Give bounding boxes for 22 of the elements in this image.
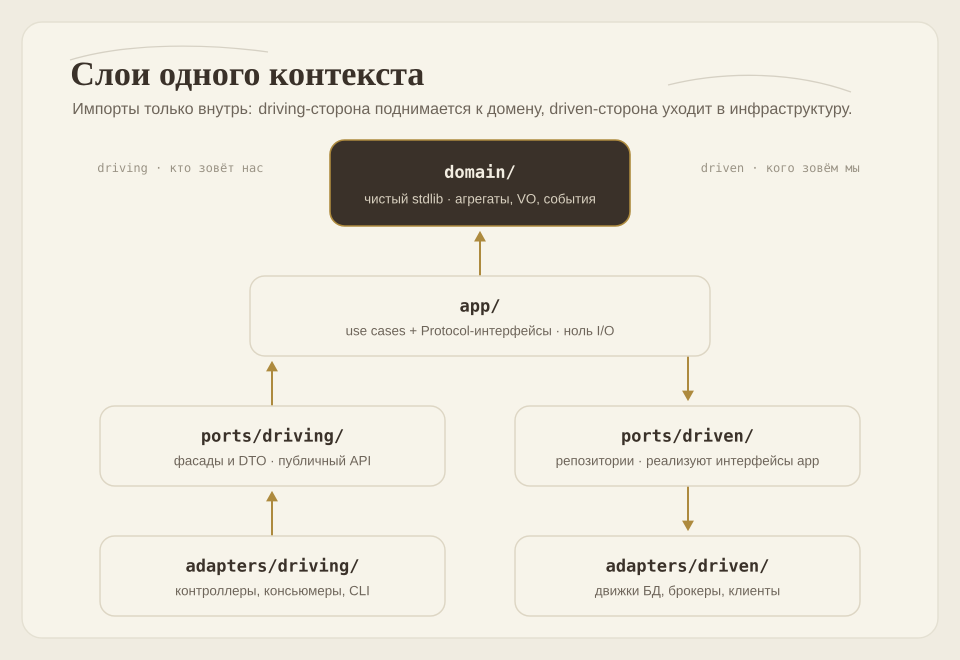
layer-name: adapters/driven/ bbox=[606, 558, 768, 576]
side-label: driven · кого зовём мы bbox=[702, 162, 860, 172]
layer-name: ports/driven/ bbox=[622, 428, 754, 446]
layer-description: use cases + Protocol-интерфейсы · ноль I/O bbox=[346, 325, 614, 338]
layer-name: ports/driving/ bbox=[202, 428, 344, 446]
layer-description: движки БД, брокеры, клиенты bbox=[594, 585, 780, 598]
layer-name: app/ bbox=[460, 299, 500, 316]
layer-description: фасады и DTO · публичный API bbox=[174, 455, 370, 468]
subtitle: Импорты только внутрь: driving-сторона поднимается к домену, driven-сторона уходит в инфраструктуру. bbox=[74, 102, 851, 118]
layer-description: контроллеры, консьюмеры, CLI bbox=[176, 586, 369, 598]
layer-box bbox=[99, 535, 446, 617]
layer-name: adapters/driving/ bbox=[186, 558, 359, 576]
side-label: driving · кто зовёт нас bbox=[98, 162, 262, 175]
layer-box bbox=[249, 275, 711, 357]
title: Слои одного контекста bbox=[72, 62, 424, 91]
layer-box bbox=[329, 139, 631, 227]
layer-description: репозитории · реализуют интерфейсы app bbox=[556, 455, 819, 468]
layer-box bbox=[514, 535, 861, 617]
layer-box bbox=[514, 405, 861, 487]
layer-name: domain/ bbox=[444, 164, 515, 180]
layer-box bbox=[99, 405, 446, 487]
layer-description: чистый stdlib · агрегаты, VO, события bbox=[364, 193, 595, 206]
